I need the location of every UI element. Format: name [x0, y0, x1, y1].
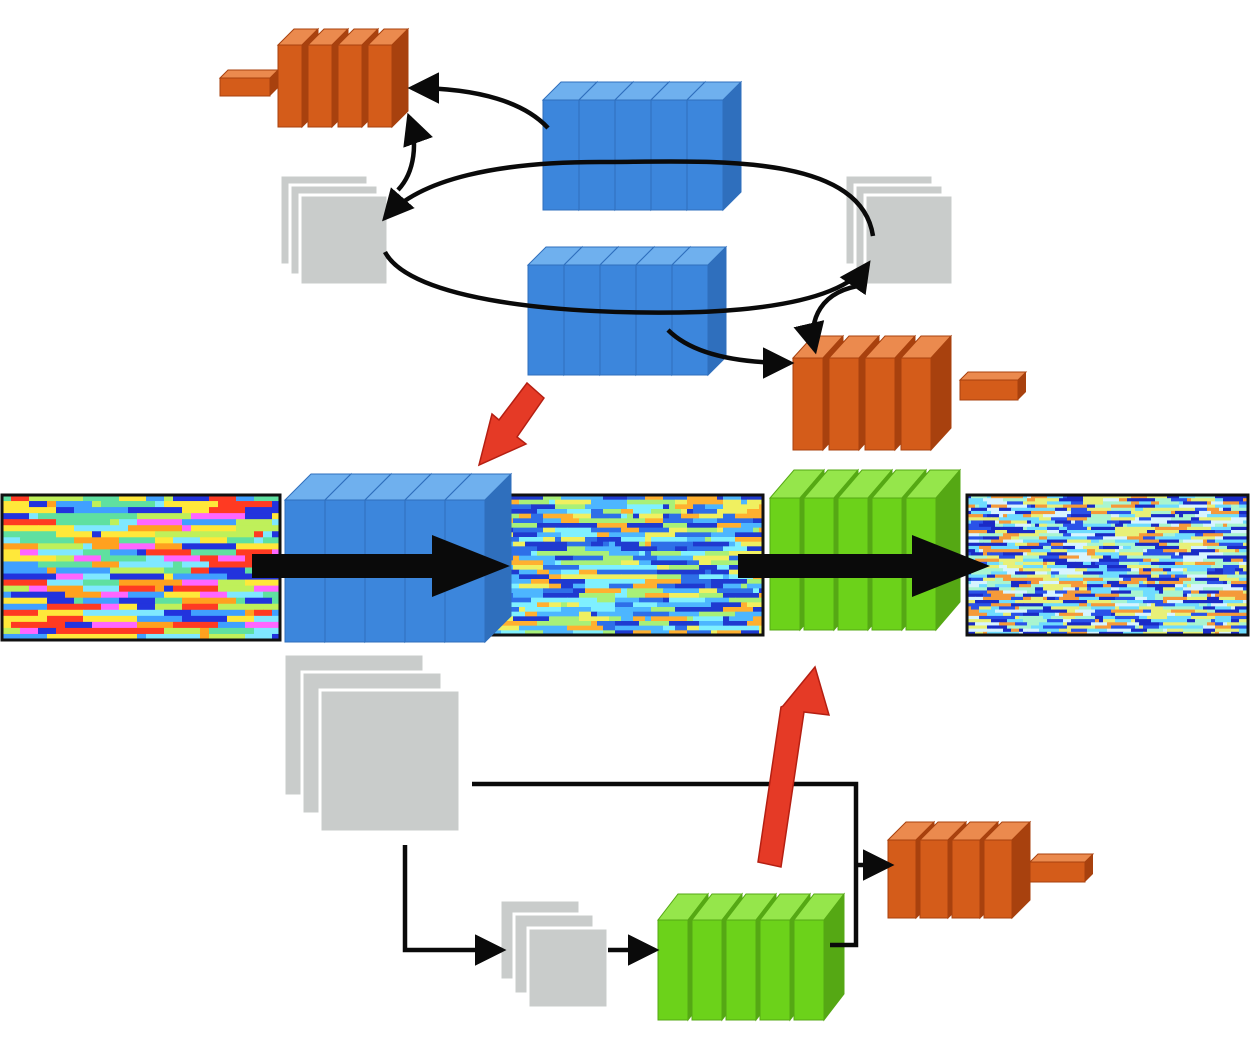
flow-arrow-encoder — [252, 535, 510, 597]
discriminator-top — [218, 27, 410, 129]
output-map-texture — [967, 495, 1248, 635]
input-map-texture — [2, 495, 280, 640]
encoder-to-discriminator-right — [666, 328, 795, 379]
latent-to-discriminator-top — [396, 112, 433, 192]
cycle-arc-bottom — [383, 250, 871, 315]
latent-stack-small — [498, 898, 610, 1010]
encoder-to-discriminator-top — [407, 72, 550, 130]
latent-to-small-stack — [402, 845, 507, 966]
latent-stack-top-left — [278, 173, 390, 287]
input-velocity-map — [0, 493, 282, 642]
decoder-small — [656, 892, 846, 1022]
main-flow-arrows — [252, 535, 990, 597]
red-arrow-share-decoder — [757, 665, 831, 868]
encoder-top — [541, 80, 743, 212]
output-velocity-map — [965, 493, 1250, 637]
intermediate-velocity-map — [481, 493, 765, 637]
discriminator-bottom — [886, 820, 1095, 920]
latent-stack-bottom — [282, 652, 462, 834]
middle-map-texture — [483, 495, 763, 635]
latent-to-discriminator-right — [793, 282, 866, 355]
cycle-connectors — [382, 72, 895, 966]
latent-stack-top-right — [843, 173, 955, 287]
flow-arrow-decoder — [738, 535, 990, 597]
red-arrow-share-encoder — [477, 381, 545, 467]
discriminator-right — [791, 334, 1028, 452]
emphasis-arrows — [477, 381, 831, 868]
cycle-arc-top — [382, 159, 876, 237]
